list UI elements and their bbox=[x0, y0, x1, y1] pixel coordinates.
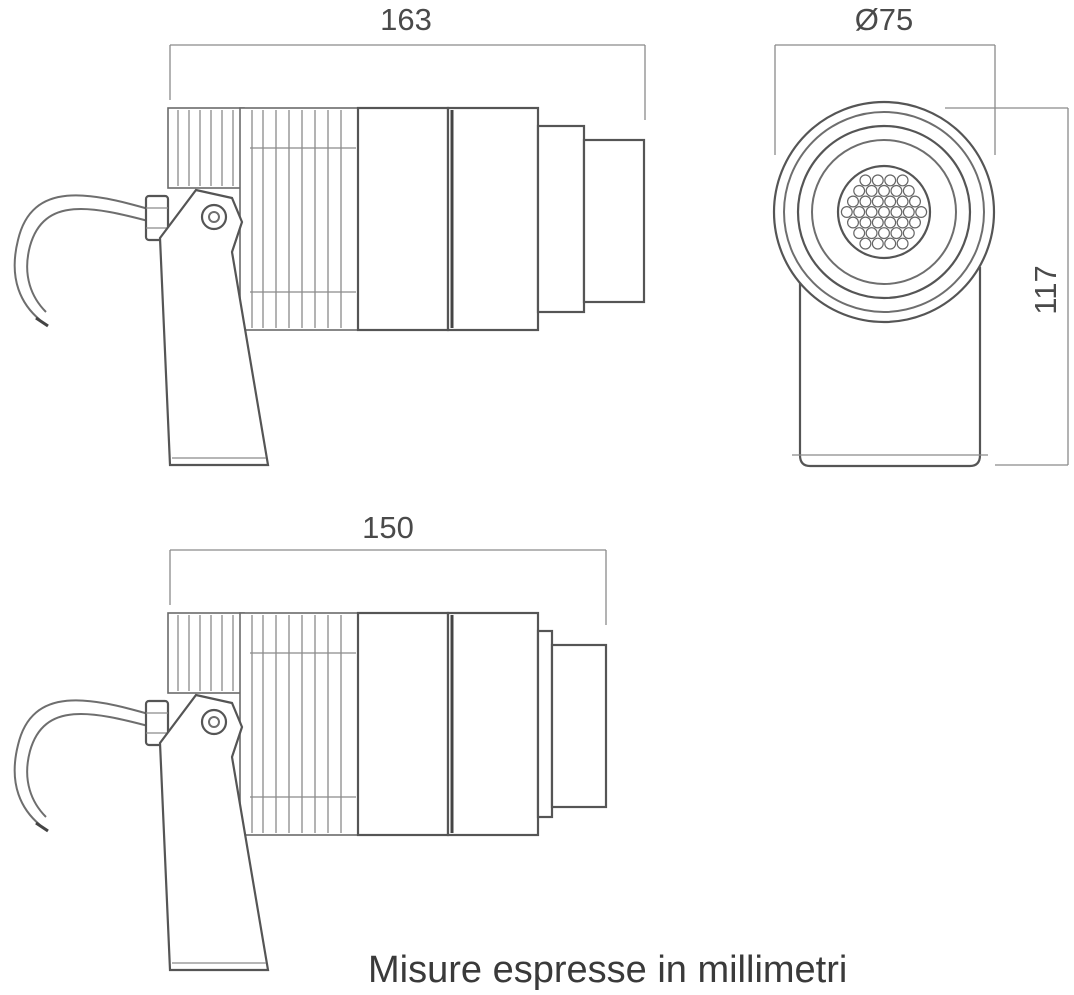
lens-cell bbox=[908, 195, 921, 208]
lens-cell bbox=[859, 174, 872, 187]
lens-cell bbox=[896, 216, 909, 229]
lens-cell bbox=[859, 216, 872, 229]
lens-cell bbox=[877, 206, 890, 219]
lens-cell bbox=[915, 206, 928, 219]
front-view bbox=[772, 44, 1069, 468]
lens-cell bbox=[877, 227, 890, 240]
dimension-length-long: 163 bbox=[380, 2, 432, 37]
lens-cell bbox=[853, 184, 866, 197]
side-view-long bbox=[13, 44, 646, 467]
lens-cell bbox=[840, 206, 853, 219]
lens-cell bbox=[871, 237, 884, 250]
lens-cell bbox=[853, 227, 866, 240]
lens-cell bbox=[846, 195, 859, 208]
lens-cell bbox=[902, 184, 915, 197]
lens-cell bbox=[890, 206, 903, 219]
lens-cell bbox=[859, 195, 872, 208]
lens-cell bbox=[902, 227, 915, 240]
lens-cell bbox=[884, 174, 897, 187]
lens-cell bbox=[902, 206, 915, 219]
lens-cell bbox=[908, 216, 921, 229]
lens-cell bbox=[877, 184, 890, 197]
lens-cell bbox=[871, 195, 884, 208]
dimension-diameter: Ø75 bbox=[855, 2, 914, 37]
lens-cell bbox=[884, 216, 897, 229]
lens-cell bbox=[884, 237, 897, 250]
dimension-height: 117 bbox=[1028, 265, 1063, 314]
lens-cell bbox=[853, 206, 866, 219]
measurement-note: Misure espresse in millimetri bbox=[368, 949, 847, 991]
lens-cell bbox=[846, 216, 859, 229]
lens-cell bbox=[871, 216, 884, 229]
lens-cell bbox=[884, 195, 897, 208]
lens-cell bbox=[896, 195, 909, 208]
lens-cell bbox=[896, 174, 909, 187]
dimension-length-short: 150 bbox=[362, 510, 414, 545]
lens-cell bbox=[890, 184, 903, 197]
lens-cell bbox=[896, 237, 909, 250]
lens-cell bbox=[890, 227, 903, 240]
lens-cell bbox=[865, 227, 878, 240]
lens-cell bbox=[865, 206, 878, 219]
lens-cell bbox=[871, 174, 884, 187]
side-view-short bbox=[13, 549, 608, 972]
lens-cell bbox=[859, 237, 872, 250]
lens-cell bbox=[865, 184, 878, 197]
